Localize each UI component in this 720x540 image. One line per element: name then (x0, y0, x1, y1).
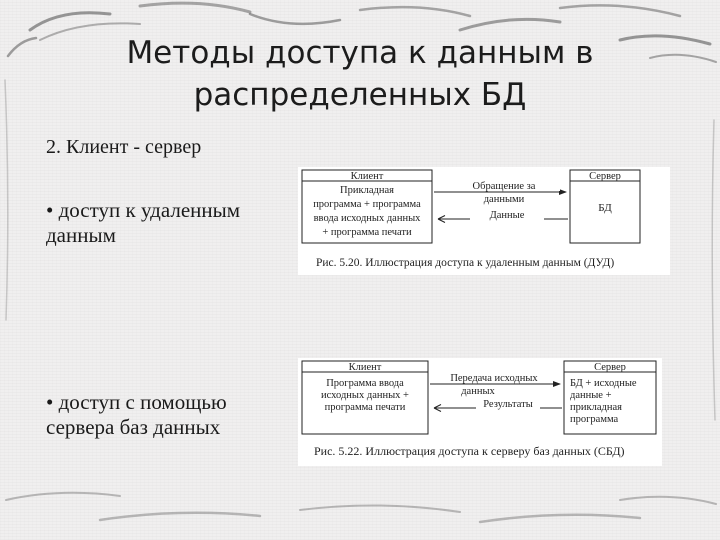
figure-db-server-access: Клиент Программа ввода исходных данных +… (298, 358, 662, 466)
fig2-client-line2: исходных данных + (321, 390, 409, 401)
fig2-send-label-line1: Передача исходных (450, 373, 538, 384)
bullet-db-server-access: • доступ с помощью сервера баз данных (46, 390, 227, 439)
fig2-send-label-line2: данных (461, 386, 495, 397)
fig1-client-line3: ввода исходных данных (314, 213, 422, 224)
fig2-server-line4: программа (570, 414, 619, 425)
fig2-server-line2: данные + (570, 390, 612, 401)
server-box (569, 169, 641, 244)
fig2-client-line1: Программа ввода (326, 378, 404, 389)
figure1-caption: Рис. 5.20. Иллюстрация доступа к удаленн… (316, 257, 615, 269)
figure-remote-data-access: Клиент Прикладная программа + программа … (298, 167, 670, 275)
fig2-results-label: Результаты (483, 399, 533, 410)
fig2-client-line3: программа печати (325, 402, 406, 413)
fig1-server-body: БД (598, 202, 612, 214)
fig1-request-label-line2: данными (484, 194, 525, 205)
fig1-server-header: Сервер (589, 171, 621, 182)
title-line-2: распределенных БД (193, 77, 527, 113)
fig1-client-line1: Прикладная (340, 185, 394, 196)
fig1-data-label: Данные (490, 210, 525, 221)
title-line-1: Методы доступа к данным в (126, 35, 594, 71)
section-subtitle: 2. Клиент - сервер (46, 136, 202, 158)
fig1-client-line2: программа + программа (313, 199, 421, 210)
bullet-remote-data-access: • доступ к удаленным данным (46, 198, 241, 247)
client-box (301, 360, 429, 435)
fig2-server-header: Сервер (594, 362, 626, 373)
client-box (301, 169, 433, 244)
server-box (563, 360, 657, 435)
figure2-caption: Рис. 5.22. Иллюстрация доступа к серверу… (314, 444, 625, 458)
fig1-client-header: Клиент (351, 171, 384, 182)
fig1-request-label-line1: Обращение за (473, 181, 536, 192)
fig2-server-line3: прикладная (570, 402, 622, 413)
slide-title: Методы доступа к данным в распределенных… (60, 32, 660, 116)
fig2-server-line1: БД + исходные (570, 378, 637, 389)
fig1-client-line4: + программа печати (322, 227, 412, 238)
fig2-client-header: Клиент (349, 362, 382, 373)
figure2-boxes (301, 360, 657, 435)
